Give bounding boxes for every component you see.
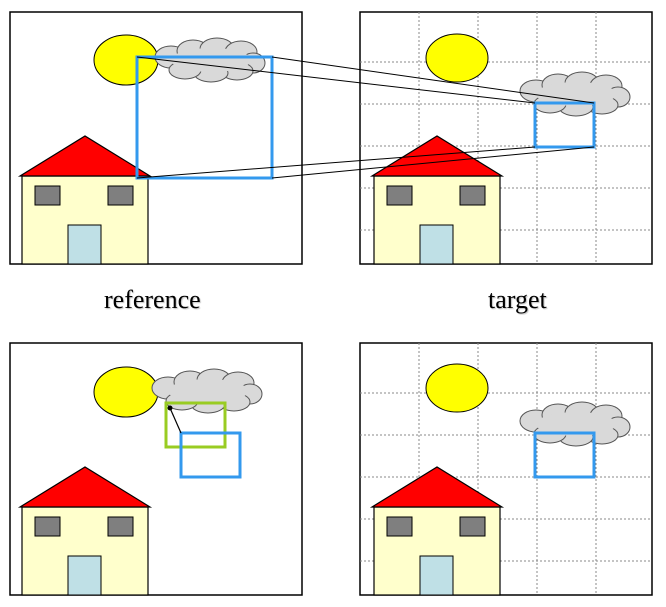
offset-arrow xyxy=(169,407,182,434)
target-patch-box xyxy=(533,431,596,479)
current-patch-box xyxy=(164,401,227,449)
target-caption: target xyxy=(488,285,547,314)
target-patch-box xyxy=(533,101,596,149)
sun xyxy=(93,34,159,86)
reference-patch-box xyxy=(135,55,274,180)
sun xyxy=(93,366,159,418)
correspondence-lines xyxy=(136,56,595,179)
offset-patch-box xyxy=(179,431,242,479)
reference-panel-top xyxy=(9,11,303,265)
offset-arrow-head xyxy=(167,405,173,411)
reference-panel-bottom xyxy=(9,342,303,596)
reference-caption: reference xyxy=(104,285,201,314)
sun xyxy=(425,33,489,83)
sun xyxy=(425,363,489,413)
target-panel-top xyxy=(359,11,653,265)
target-panel-bottom xyxy=(359,342,653,596)
